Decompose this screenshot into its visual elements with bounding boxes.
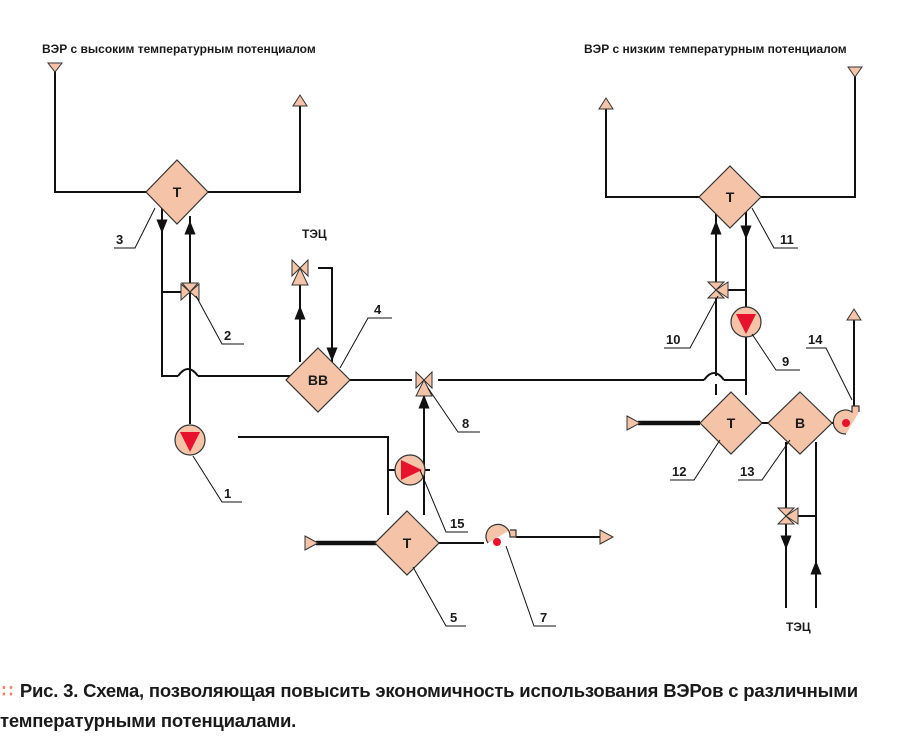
svg-text:ВВ: ВВ [308, 372, 328, 388]
low-potential-label: ВЭР с низким температурным потенциалом [584, 42, 847, 56]
svg-text:Т: Т [727, 415, 736, 431]
valve-2 [180, 282, 200, 302]
callout-numbers: 3 2 4 1 8 15 5 7 11 10 9 14 12 13 [116, 232, 823, 625]
valve-8 [415, 370, 433, 397]
air-heater: В [767, 391, 833, 455]
heat-exchanger-left: Т [145, 159, 209, 225]
callout-1: 1 [224, 486, 231, 501]
low-potential-circuit [598, 66, 863, 198]
main-line [348, 372, 746, 515]
valve-tec-top [291, 258, 309, 286]
fan-7 [485, 523, 517, 546]
callout-4: 4 [374, 302, 382, 317]
high-potential-circuit [46, 62, 308, 193]
valve-10 [706, 281, 729, 299]
heat-exchanger-bottom: Т [374, 510, 440, 576]
valve-tec-bottom [776, 507, 799, 525]
callout-5: 5 [450, 610, 457, 625]
callout-3: 3 [116, 232, 123, 247]
callout-leaders [114, 207, 853, 627]
callout-9: 9 [782, 354, 789, 369]
high-potential-label: ВЭР с высоким температурным потенциалом [42, 42, 316, 56]
svg-text:Т: Т [726, 189, 735, 205]
pump-15 [394, 454, 426, 486]
pump-9 [730, 306, 762, 338]
heat-exchanger-mid-right: Т [699, 391, 763, 455]
lower-right-piping [626, 308, 862, 608]
callout-15: 15 [450, 516, 464, 531]
callout-7: 7 [540, 610, 547, 625]
callout-12: 12 [672, 464, 686, 479]
callout-11: 11 [780, 232, 794, 247]
process-diagram: ВЭР с высоким температурным потенциалом … [42, 42, 863, 634]
callout-8: 8 [462, 416, 469, 431]
svg-text:Т: Т [173, 184, 182, 200]
pump-1 [174, 424, 206, 456]
callout-13: 14 [808, 332, 823, 347]
figure-caption: ∷ Рис. 3. Схема, позволяющая повысить эко… [0, 676, 910, 735]
fan-13 [832, 405, 860, 435]
callout-2: 2 [224, 328, 231, 343]
svg-text:В: В [795, 415, 805, 431]
right-piping [710, 211, 752, 395]
water-water-exchanger: ВВ [285, 347, 351, 413]
caption-prefix: Рис. 3. [19, 680, 79, 701]
left-piping [156, 204, 290, 424]
svg-text:Т: Т [403, 535, 412, 551]
caption-bullet-icon: ∷ [2, 682, 14, 701]
callout-14: 13 [740, 464, 754, 479]
callout-10: 10 [666, 332, 680, 347]
lower-left-piping [238, 436, 615, 551]
tec-bottom-label: ТЭЦ [786, 620, 811, 634]
tec-top-label: ТЭЦ [302, 227, 327, 241]
heat-exchanger-right: Т [698, 165, 762, 229]
caption-text: Схема, позволяющая повысить экономичност… [0, 680, 858, 731]
tec-top-piping [294, 267, 338, 364]
